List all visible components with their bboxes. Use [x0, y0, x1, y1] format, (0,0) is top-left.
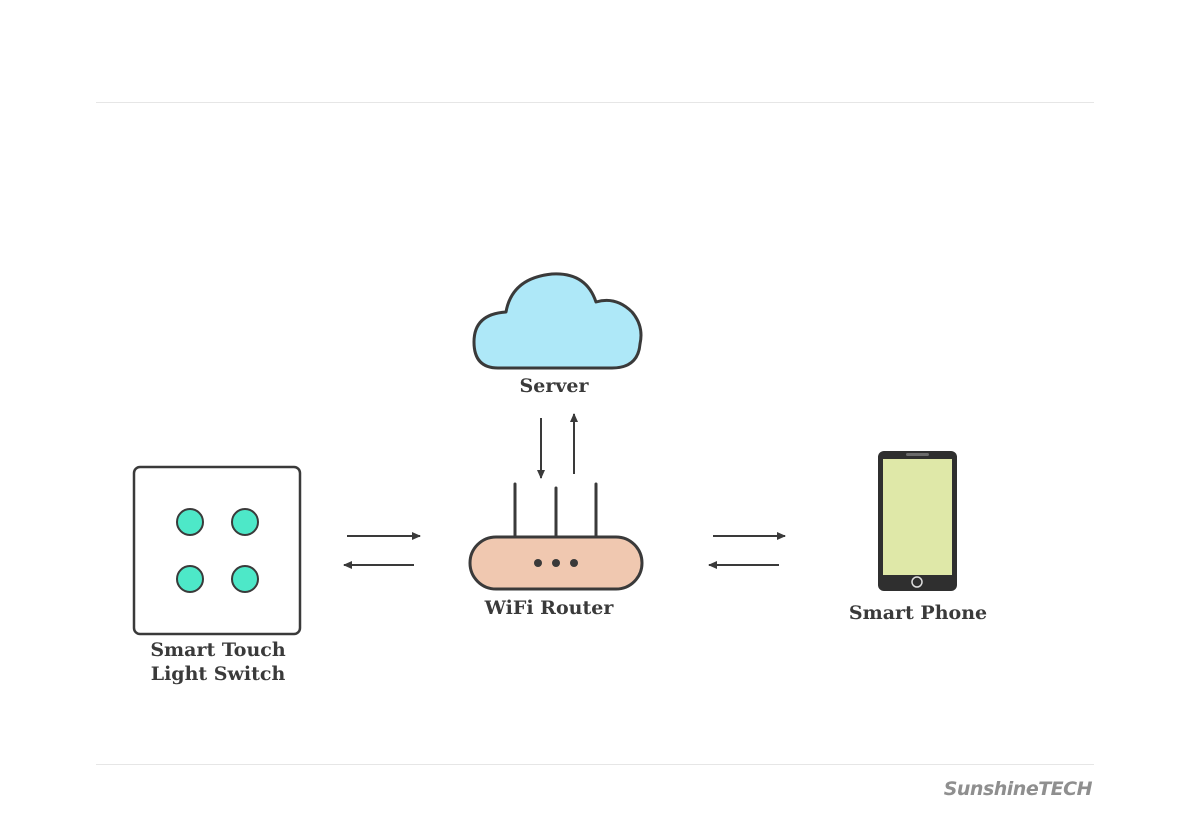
- switch-label: Smart Touch Light Switch: [136, 638, 300, 686]
- switch-label-line2: Light Switch: [136, 662, 300, 686]
- router-label: WiFi Router: [469, 596, 629, 620]
- server-cloud-icon: [474, 274, 641, 368]
- wifi-router-icon: [470, 484, 642, 589]
- smart-phone-icon: [878, 451, 957, 591]
- phone-label: Smart Phone: [838, 601, 998, 625]
- light-switch-icon: [134, 467, 300, 634]
- server-label: Server: [504, 374, 604, 398]
- brand-logo: SunshineTECH: [944, 778, 1092, 800]
- switch-label-line1: Smart Touch: [136, 638, 300, 662]
